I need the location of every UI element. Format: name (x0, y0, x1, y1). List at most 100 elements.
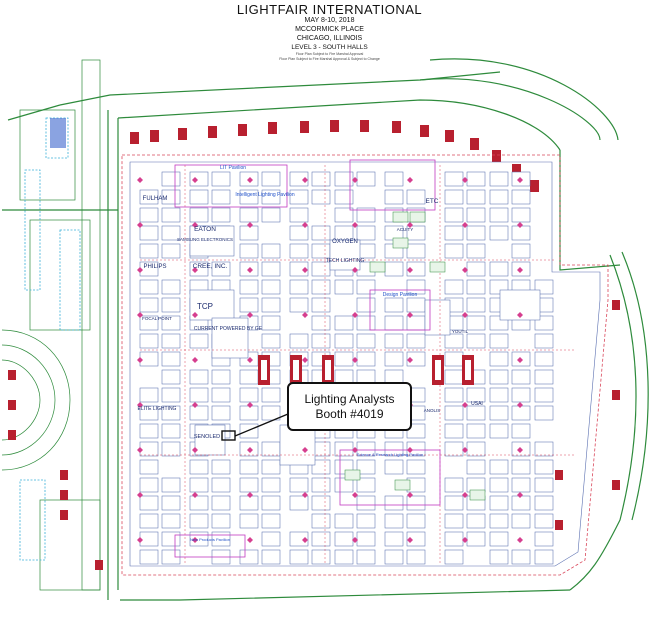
pillar-marker (462, 447, 468, 453)
booth (289, 189, 309, 205)
venue-city: CHICAGO, ILLINOIS (296, 35, 363, 42)
seat-block (178, 128, 187, 140)
booth (289, 243, 309, 259)
booth (466, 441, 486, 457)
pillar-marker (302, 222, 308, 228)
booth (406, 279, 426, 295)
seat-block (360, 120, 369, 132)
pillar-marker (192, 402, 198, 408)
booth (289, 297, 309, 313)
booth (239, 459, 259, 475)
pillar-marker (247, 492, 253, 498)
booth (239, 387, 259, 403)
booth (139, 225, 159, 241)
seat-block (208, 126, 217, 138)
pillar-marker (517, 222, 523, 228)
left-water-features (19, 117, 81, 561)
booth (356, 297, 376, 313)
booth (406, 531, 426, 547)
booth (406, 351, 426, 367)
booth (489, 549, 509, 565)
booth (406, 441, 426, 457)
booth (239, 279, 259, 295)
booth (406, 423, 426, 439)
intelligent-pavilion-label: Intelligent Lighting Pavilion (235, 192, 294, 198)
booth (384, 261, 404, 277)
pillar-marker (407, 267, 413, 273)
pillar-marker (247, 222, 253, 228)
pillar-marker (407, 222, 413, 228)
pillar-marker (192, 222, 198, 228)
booth (311, 225, 331, 241)
booth (511, 225, 531, 241)
seat-block (492, 150, 501, 162)
booth (289, 225, 309, 241)
fire-marshal-note: Floor Plan Subject to Fire Marshal Appro… (295, 52, 364, 56)
booth (334, 477, 354, 493)
booth (139, 279, 159, 295)
booth (239, 189, 259, 205)
pillar-marker (352, 222, 358, 228)
booth (139, 513, 159, 529)
booth (444, 333, 464, 349)
booth (444, 207, 464, 223)
pillar-marker (302, 357, 308, 363)
booth (511, 189, 531, 205)
booth (334, 333, 354, 349)
booth (161, 405, 181, 421)
pillar-marker (137, 537, 143, 543)
pillar-marker (302, 447, 308, 453)
booth (239, 405, 259, 421)
booth (189, 171, 209, 187)
booth (356, 531, 376, 547)
pillar-marker (517, 312, 523, 318)
pillar-marker (462, 492, 468, 498)
pillar-marker (407, 357, 413, 363)
exhibitor-eaton: EATON (194, 226, 216, 233)
booth (189, 477, 209, 493)
booth (161, 531, 181, 547)
booth (444, 441, 464, 457)
booth (444, 477, 464, 493)
pillar-marker (302, 492, 308, 498)
booth (161, 387, 181, 403)
pillar-marker (462, 537, 468, 543)
pillar-marker (137, 312, 143, 318)
exhibitor-etc: ETC (426, 198, 439, 205)
booth-island (279, 424, 316, 466)
new-products-pavilion-label: New Products Pavilion (190, 537, 230, 542)
green-lounge-blocks (344, 211, 486, 501)
booth (444, 387, 464, 403)
pillar-marker (352, 267, 358, 273)
booth (261, 297, 281, 313)
booth (139, 189, 159, 205)
booth (444, 405, 464, 421)
science-pavilion-label: Science & Research Lighting Pavilion (357, 452, 423, 457)
booth (444, 549, 464, 565)
booth (356, 225, 376, 241)
booth (334, 207, 354, 223)
booth (139, 549, 159, 565)
pillar-marker (192, 267, 198, 273)
booth (161, 171, 181, 187)
booth (239, 207, 259, 223)
booth (356, 477, 376, 493)
booth (289, 531, 309, 547)
booth (444, 189, 464, 205)
booth (406, 261, 426, 277)
booth (139, 441, 159, 457)
booth (511, 207, 531, 223)
booth (261, 459, 281, 475)
pillar-marker (247, 177, 253, 183)
booth (311, 171, 331, 187)
left-concourse (1, 59, 101, 591)
seat-block (330, 120, 339, 132)
seat-block (95, 560, 103, 570)
callout-booth-number: Booth #4019 (315, 406, 384, 421)
booth (139, 315, 159, 331)
booth (384, 549, 404, 565)
booth (289, 171, 309, 187)
booth (289, 207, 309, 223)
booth (384, 513, 404, 529)
booth-island (189, 225, 235, 257)
